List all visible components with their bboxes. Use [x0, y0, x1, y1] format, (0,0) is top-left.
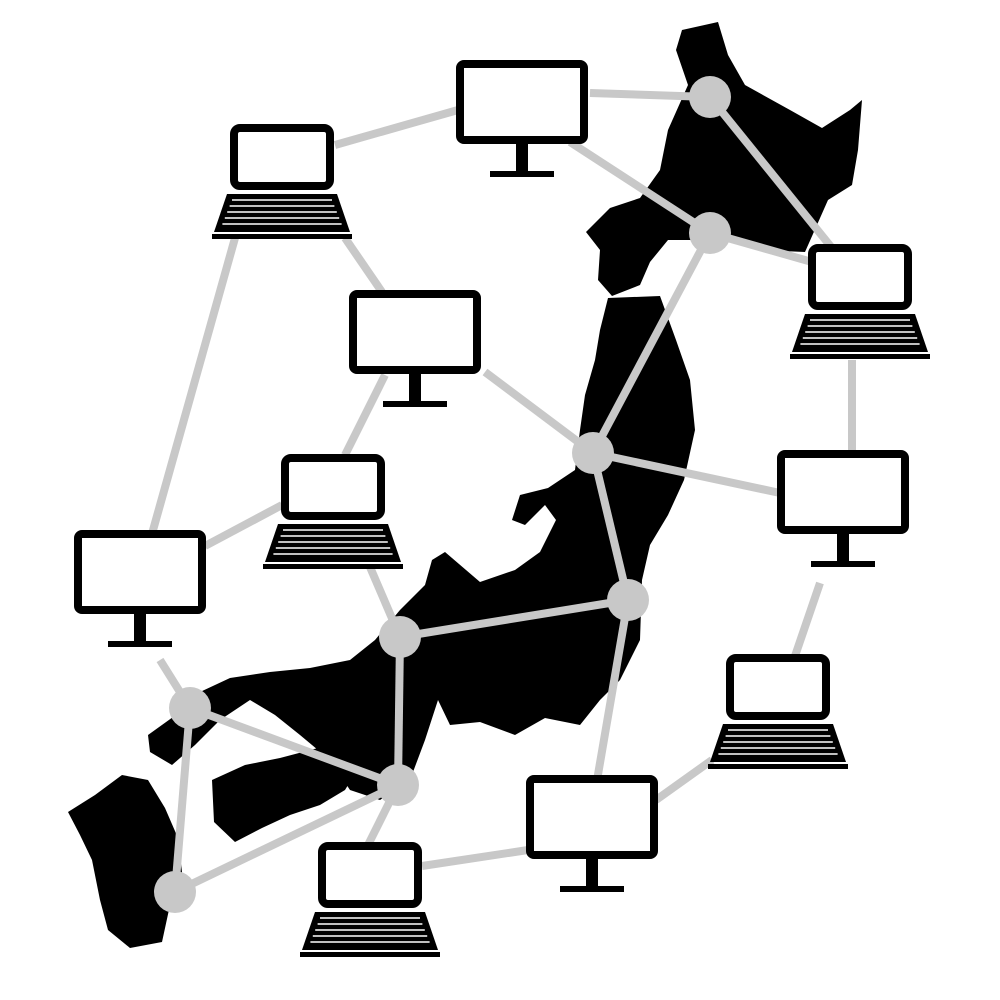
network-link [592, 449, 781, 497]
hub-node [607, 579, 649, 621]
island-honshu [148, 296, 695, 800]
monitor-screen [526, 775, 658, 859]
laptop-screen [230, 124, 334, 190]
hub-node [572, 432, 614, 474]
monitor-stand [134, 614, 146, 642]
monitor-stand [586, 859, 598, 887]
monitor-icon [74, 530, 206, 647]
network-link [399, 596, 629, 641]
network-link [591, 599, 632, 793]
laptop-screen [318, 842, 422, 908]
network-link [589, 231, 714, 455]
laptop-base [212, 234, 352, 239]
japan-map [68, 22, 862, 948]
laptop-keyboard [302, 912, 438, 950]
hub-node [379, 616, 421, 658]
laptop-screen [808, 244, 912, 310]
monitor-screen [74, 530, 206, 614]
laptop-keyboard [792, 314, 928, 352]
monitor-icon [526, 775, 658, 892]
laptop-icon [300, 842, 440, 957]
monitor-stand [516, 144, 528, 172]
hub-node [689, 212, 731, 254]
hub-node [377, 764, 419, 806]
laptop-icon [263, 454, 403, 569]
network-link [203, 501, 284, 550]
network-link [706, 94, 836, 251]
network-devices [74, 60, 930, 957]
laptop-keyboard [265, 524, 401, 562]
network-link [589, 452, 632, 601]
laptop-base [300, 952, 440, 957]
network-link [482, 368, 596, 457]
monitor-screen [456, 60, 588, 144]
monitor-screen [349, 290, 481, 374]
island-shikoku [212, 745, 362, 842]
laptop-base [790, 354, 930, 359]
monitor-screen [777, 450, 909, 534]
monitor-icon [349, 290, 481, 407]
island-hokkaido [586, 22, 862, 296]
laptop-keyboard [214, 194, 350, 232]
hub-node [689, 76, 731, 118]
network-link [173, 781, 400, 896]
network-link [394, 636, 404, 786]
network-link [333, 106, 460, 149]
monitor-base [383, 401, 447, 407]
laptop-icon [708, 654, 848, 769]
laptop-icon [212, 124, 352, 239]
monitor-base [108, 641, 172, 647]
island-kyushu [68, 775, 182, 948]
network-link [188, 704, 400, 789]
network-link [341, 373, 389, 457]
network-links [144, 89, 856, 896]
network-link [171, 707, 194, 893]
monitor-stand [837, 534, 849, 562]
monitor-icon [777, 450, 909, 567]
network-link [144, 236, 239, 550]
laptop-screen [281, 454, 385, 520]
network-link [341, 235, 386, 295]
monitor-base [811, 561, 875, 567]
monitor-stand [409, 374, 421, 402]
hub-node [169, 687, 211, 729]
laptop-base [263, 564, 403, 569]
laptop-base [708, 764, 848, 769]
network-hubs [154, 76, 731, 913]
network-link [791, 581, 824, 658]
monitor-base [490, 171, 554, 177]
network-link [653, 756, 715, 804]
monitor-icon [456, 60, 588, 177]
network-link [421, 846, 529, 870]
laptop-screen [726, 654, 830, 720]
laptop-icon [790, 244, 930, 359]
laptop-keyboard [710, 724, 846, 762]
network-link [567, 138, 713, 237]
monitor-base [560, 886, 624, 892]
hub-node [154, 871, 196, 913]
